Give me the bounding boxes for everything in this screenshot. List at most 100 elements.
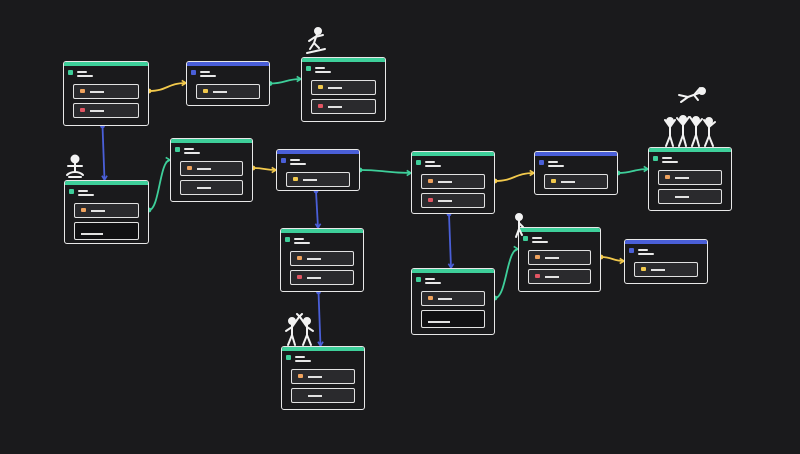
row-status-icon — [551, 179, 556, 183]
row-status-icon — [641, 267, 646, 271]
row-status-icon — [428, 296, 433, 300]
node-card[interactable] — [186, 61, 270, 106]
card-accent-bar — [277, 150, 359, 154]
node-card[interactable] — [276, 149, 360, 191]
node-card[interactable] — [63, 61, 149, 126]
connector-line — [617, 168, 649, 174]
card-type-icon — [191, 70, 196, 75]
card-type-icon — [523, 236, 528, 241]
row-status-icon — [318, 85, 323, 89]
card-row[interactable] — [311, 80, 376, 95]
card-row[interactable] — [290, 270, 354, 285]
row-status-icon — [298, 374, 303, 378]
connector-line — [494, 172, 535, 182]
sitting-figure — [515, 213, 524, 238]
card-row[interactable] — [421, 193, 485, 208]
card-title-line — [294, 242, 310, 244]
card-title-line — [77, 75, 93, 77]
card-row[interactable] — [634, 262, 698, 277]
connector-line — [269, 78, 302, 85]
connector-line — [448, 213, 452, 269]
connector-line — [148, 159, 171, 211]
row-text-line — [90, 91, 104, 93]
node-card[interactable] — [624, 239, 708, 284]
node-card[interactable] — [411, 268, 495, 335]
node-card[interactable] — [411, 151, 495, 214]
connector-line — [148, 82, 187, 92]
row-text-line — [428, 321, 450, 323]
row-text-line — [651, 269, 665, 271]
node-card[interactable] — [301, 57, 386, 122]
card-title-line — [290, 163, 306, 165]
row-text-line — [307, 258, 321, 260]
node-card[interactable] — [64, 180, 149, 244]
high-five-figures — [285, 313, 314, 346]
card-accent-bar — [412, 269, 494, 273]
card-row[interactable] — [291, 369, 355, 384]
card-row[interactable] — [73, 84, 139, 99]
card-title-line — [662, 157, 672, 159]
card-input-row[interactable] — [421, 310, 485, 328]
card-row[interactable] — [180, 180, 243, 195]
card-title-line — [77, 71, 87, 73]
card-row[interactable] — [658, 170, 722, 185]
card-type-icon — [68, 70, 73, 75]
card-title-line — [78, 190, 88, 192]
card-row[interactable] — [311, 99, 376, 114]
card-title-line — [532, 241, 548, 243]
card-row[interactable] — [74, 203, 139, 218]
row-text-line — [90, 110, 104, 112]
card-input-row[interactable] — [74, 222, 139, 240]
node-card[interactable] — [648, 147, 732, 211]
row-text-line — [197, 187, 211, 189]
card-type-icon — [306, 66, 311, 71]
card-type-icon — [281, 158, 286, 163]
card-title-line — [200, 75, 216, 77]
card-type-icon — [175, 147, 180, 152]
card-row[interactable] — [196, 84, 260, 99]
card-row[interactable] — [73, 103, 139, 118]
card-title-line — [315, 71, 331, 73]
node-card[interactable] — [280, 228, 364, 292]
row-text-line — [213, 91, 227, 93]
row-status-icon — [665, 175, 670, 179]
row-status-icon — [535, 274, 540, 278]
card-type-icon — [285, 237, 290, 242]
card-accent-bar — [281, 229, 363, 233]
row-text-line — [545, 276, 559, 278]
skater-figure — [306, 27, 326, 54]
row-status-icon — [80, 89, 85, 93]
card-row[interactable] — [528, 250, 591, 265]
card-row[interactable] — [180, 161, 243, 176]
card-row[interactable] — [544, 174, 608, 189]
card-title-line — [294, 238, 304, 240]
row-status-icon — [187, 166, 192, 170]
row-text-line — [307, 277, 321, 279]
card-accent-bar — [302, 58, 385, 62]
card-row[interactable] — [421, 174, 485, 189]
node-card[interactable] — [518, 227, 601, 292]
node-card[interactable] — [281, 346, 365, 410]
card-row[interactable] — [528, 269, 591, 284]
card-row[interactable] — [658, 189, 722, 204]
row-status-icon — [81, 208, 86, 212]
row-text-line — [438, 181, 452, 183]
card-row[interactable] — [421, 291, 485, 306]
node-card[interactable] — [170, 138, 253, 202]
card-accent-bar — [535, 152, 617, 156]
row-text-line — [91, 210, 105, 212]
card-type-icon — [416, 277, 421, 282]
card-title-line — [200, 71, 210, 73]
card-row[interactable] — [291, 388, 355, 403]
row-text-line — [438, 298, 452, 300]
connector-line — [359, 169, 412, 174]
card-row[interactable] — [286, 172, 350, 187]
card-accent-bar — [64, 62, 148, 66]
connector-line — [101, 125, 106, 181]
card-type-icon — [653, 156, 658, 161]
card-row[interactable] — [290, 251, 354, 266]
row-status-icon — [203, 89, 208, 93]
node-card[interactable] — [534, 151, 618, 195]
connector-line — [600, 256, 625, 262]
